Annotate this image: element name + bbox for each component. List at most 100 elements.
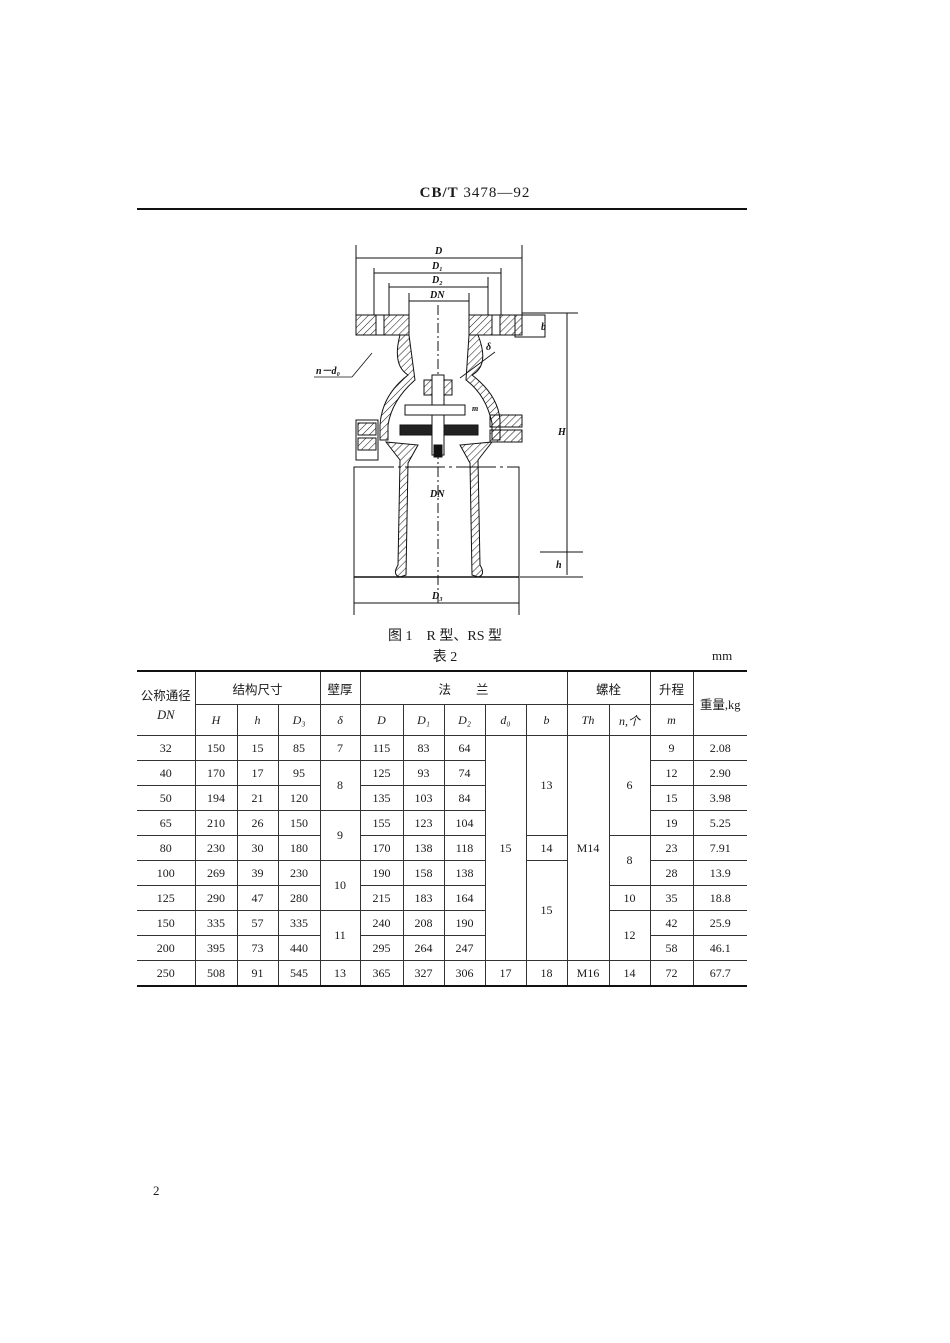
cell-D3: 150 [277,810,321,836]
label-D: D [434,246,442,257]
cell-m: 28 [649,860,694,886]
header-D3: D₃ [277,704,321,736]
cell-H: 170 [194,760,238,786]
cell-D: 155 [359,810,404,836]
cell-D: 170 [359,835,404,861]
valve-cross-section-figure: D D₁ D₂ DN DN D₃ b H h δ n－d₀ m [300,235,600,620]
cell-H: 150 [194,735,238,761]
cell-D2: 74 [443,760,486,786]
cell-h: 30 [236,835,279,861]
cell-D1: 93 [402,760,445,786]
cell-H: 269 [194,860,238,886]
label-D2: D₂ [431,275,443,286]
header-D2: D₂ [443,704,486,736]
cell-D1: 327 [402,960,445,987]
cell-dn: 150 [137,910,196,936]
label-D3: D₃ [431,591,443,602]
cell-h: 57 [236,910,279,936]
cell-d0: 17 [484,960,527,987]
header-row-sub: H h D₃ δ D D₁ D₂ d₀ b Th n,个 m [137,704,747,736]
cell-delta-merged: 10 [319,860,361,911]
cell-weight: 3.98 [692,785,747,811]
cell-b: 14 [525,835,568,861]
cell-H: 290 [194,885,238,911]
header-rule [137,208,747,210]
cell-D3: 335 [277,910,321,936]
cell-m: 72 [649,960,694,987]
cell-D: 190 [359,860,404,886]
cell-m: 19 [649,810,694,836]
header-dn-symbol: DN [157,707,175,722]
cell-H: 194 [194,785,238,811]
cell-D3: 440 [277,935,321,961]
cell-delta-merged: 9 [319,810,361,861]
cell-D: 135 [359,785,404,811]
cell-h: 15 [236,735,279,761]
header-n: n,个 [608,704,651,736]
cell-n: 14 [608,960,651,987]
cell-delta-merged: 11 [319,910,361,961]
standard-number: 3478—92 [463,185,531,201]
header-m: m [649,704,693,736]
cell-D2: 190 [443,910,486,936]
cell-h: 26 [236,810,279,836]
specification-table: 公称通径 DN 结构尺寸 壁厚 法 兰 螺栓 升程 重量,kg H h D₃ δ… [137,670,747,987]
cell-D: 240 [359,910,404,936]
cell-m: 58 [649,935,694,961]
cell-D2: 64 [443,735,486,761]
cell-D2: 138 [443,860,486,886]
table-row: 80 230 30 180 170 138 118 14 8 23 7.91 [137,835,747,886]
cell-D3: 120 [277,785,321,811]
cell-b: 18 [525,960,568,987]
header-D: D [359,704,404,736]
cell-D1: 208 [402,910,445,936]
valve-drawing: D D₁ D₂ DN DN D₃ b H h δ n－d₀ m [314,245,583,615]
cell-m: 42 [649,910,694,936]
cell-weight: 67.7 [692,960,747,987]
cell-D: 365 [359,960,404,987]
header-h: h [236,704,279,736]
label-m: m [472,404,478,413]
cell-h: 17 [236,760,279,786]
cell-weight: 2.08 [692,735,747,761]
header-D1: D₁ [402,704,445,736]
cell-Th-merged: M14 [566,735,610,961]
header-row-top: 公称通径 DN 结构尺寸 壁厚 法 兰 螺栓 升程 重量,kg [137,670,747,736]
standard-prefix: CB/T [419,185,459,201]
cell-d0-merged: 15 [484,735,527,961]
header-Th: Th [566,704,610,736]
cell-weight: 46.1 [692,935,747,961]
cell-D3: 280 [277,885,321,911]
cell-weight: 5.25 [692,810,747,836]
cell-n: 10 [608,885,651,911]
cell-D2: 84 [443,785,486,811]
cell-m: 12 [649,760,694,786]
cell-D1: 138 [402,835,445,861]
cell-H: 335 [194,910,238,936]
table-title: 表 2 [432,650,458,665]
cell-weight: 18.8 [692,885,747,911]
table-row: 100 269 39 230 10 190 158 138 15 28 13.9 [137,860,747,961]
table-row: 32 150 15 85 7 115 83 64 15 13 M14 6 9 2… [137,735,747,961]
header-nominal-diameter: 公称通径 DN [137,670,196,736]
cell-dn: 65 [137,810,196,836]
cell-H: 395 [194,935,238,961]
cell-h: 47 [236,885,279,911]
cell-D3: 545 [277,960,321,987]
cell-D: 215 [359,885,404,911]
header-bolt: 螺栓 [566,670,651,705]
cell-dn: 80 [137,835,196,861]
cell-h: 73 [236,935,279,961]
label-DN-mid: DN [429,489,445,500]
header-d0: d₀ [484,704,527,736]
header-dn-label: 公称通径 [140,688,191,703]
cell-D2: 118 [443,835,486,861]
figure-caption: 图 1 R 型、RS 型 [388,629,502,644]
cell-weight: 25.9 [692,910,747,936]
cell-h: 39 [236,860,279,886]
cell-dn: 125 [137,885,196,911]
cell-H: 210 [194,810,238,836]
cell-D1: 264 [402,935,445,961]
cell-b-merged: 13 [525,735,568,836]
cell-D1: 83 [402,735,445,761]
